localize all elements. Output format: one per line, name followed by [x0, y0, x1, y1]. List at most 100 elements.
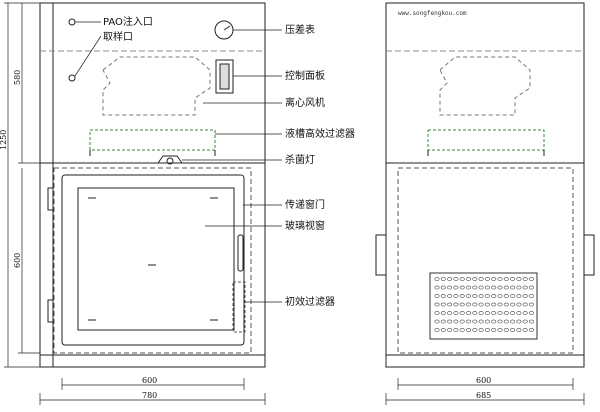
glass-window	[77, 187, 235, 331]
vent-hole	[453, 328, 459, 332]
side-vent-panel	[429, 272, 538, 340]
side-vent-holes	[434, 277, 534, 332]
vent-hole	[522, 311, 528, 315]
vent-hole	[484, 328, 490, 332]
side-door-dashed	[397, 167, 574, 354]
vent-hole	[478, 328, 484, 332]
prefilter-outline	[232, 281, 246, 333]
label-gauge: 压差表	[285, 23, 315, 36]
vent-hole	[491, 311, 497, 315]
vent-hole	[478, 302, 484, 307]
vent-hole	[459, 277, 465, 281]
vent-hole	[497, 319, 503, 324]
vent-hole	[459, 319, 465, 324]
hinge-top	[47, 187, 54, 211]
vent-hole	[510, 328, 516, 332]
vent-hole	[465, 285, 471, 290]
dim-side-width-outer: 685	[476, 391, 491, 400]
vent-hole	[510, 319, 516, 324]
vent-hole	[434, 277, 440, 281]
vent-hole	[528, 277, 534, 281]
hinge-bottom	[47, 299, 54, 323]
vent-hole	[510, 302, 516, 307]
vent-hole	[434, 302, 440, 307]
vent-hole	[434, 319, 440, 324]
door-handle	[237, 234, 244, 272]
vent-hole	[510, 311, 516, 315]
uv-lamp-circle	[166, 157, 174, 165]
vent-hole	[491, 277, 497, 281]
vent-hole	[472, 285, 478, 290]
watermark-text: www.songfengkou.com	[398, 10, 467, 17]
hepa-filter-outline	[89, 129, 216, 151]
vent-hole	[491, 328, 497, 332]
vent-hole	[440, 294, 446, 298]
vent-hole	[516, 302, 522, 307]
dim-front-height-top: 580	[13, 70, 22, 85]
dim-side-width-inner: 600	[476, 376, 491, 385]
vent-hole	[447, 294, 453, 298]
side-dimensions	[385, 378, 585, 405]
vent-hole	[484, 294, 490, 298]
vent-hole	[503, 277, 509, 281]
uv-lamp-bracket	[157, 155, 183, 164]
vent-hole	[484, 319, 490, 324]
vent-hole	[528, 302, 534, 307]
vent-hole	[459, 294, 465, 298]
pressure-gauge-needle	[223, 25, 231, 31]
vent-hole	[516, 319, 522, 324]
vent-hole	[447, 302, 453, 307]
vent-hole	[503, 285, 509, 290]
vent-hole	[484, 285, 490, 290]
vent-hole	[434, 328, 440, 332]
vent-hole	[491, 294, 497, 298]
label-prefilter: 初效过滤器	[285, 295, 335, 308]
vent-hole	[434, 294, 440, 298]
vent-hole	[465, 302, 471, 307]
label-glass: 玻璃视窗	[285, 219, 325, 232]
side-body-outline	[385, 2, 585, 368]
label-pao: PAO注入口	[103, 15, 153, 28]
vent-hole	[434, 285, 440, 290]
vent-hole	[497, 302, 503, 307]
vent-hole	[510, 277, 516, 281]
vent-hole	[440, 311, 446, 315]
vent-hole	[497, 285, 503, 290]
vent-hole	[497, 294, 503, 298]
label-uv: 杀菌灯	[285, 153, 315, 166]
vent-hole	[465, 277, 471, 281]
front-leaders	[74, 21, 282, 303]
vent-hole	[447, 328, 453, 332]
label-hepa: 液槽高效过滤器	[285, 127, 355, 140]
vent-hole	[516, 294, 522, 298]
vent-hole	[465, 294, 471, 298]
pao-port-icon	[68, 18, 76, 26]
vent-hole	[459, 285, 465, 290]
vent-hole	[472, 277, 478, 281]
vent-hole	[528, 319, 534, 324]
vent-hole	[453, 302, 459, 307]
vent-hole	[459, 311, 465, 315]
dim-front-height-bottom: 600	[13, 253, 22, 268]
vent-hole	[497, 311, 503, 315]
vent-hole	[522, 285, 528, 290]
vent-hole	[440, 328, 446, 332]
side-fan-outline	[439, 56, 531, 116]
vent-hole	[503, 302, 509, 307]
vent-hole	[440, 285, 446, 290]
front-body-outline	[39, 2, 266, 368]
vent-hole	[503, 328, 509, 332]
transfer-door	[61, 174, 245, 346]
vent-hole	[522, 319, 528, 324]
vent-hole	[522, 277, 528, 281]
vent-hole	[459, 328, 465, 332]
dim-front-width-outer: 780	[142, 391, 157, 400]
vent-hole	[440, 302, 446, 307]
vent-hole	[478, 319, 484, 324]
vent-hole	[472, 328, 478, 332]
vent-hole	[478, 277, 484, 281]
front-dimensions	[4, 2, 266, 405]
vent-hole	[522, 294, 528, 298]
vent-hole	[447, 277, 453, 281]
